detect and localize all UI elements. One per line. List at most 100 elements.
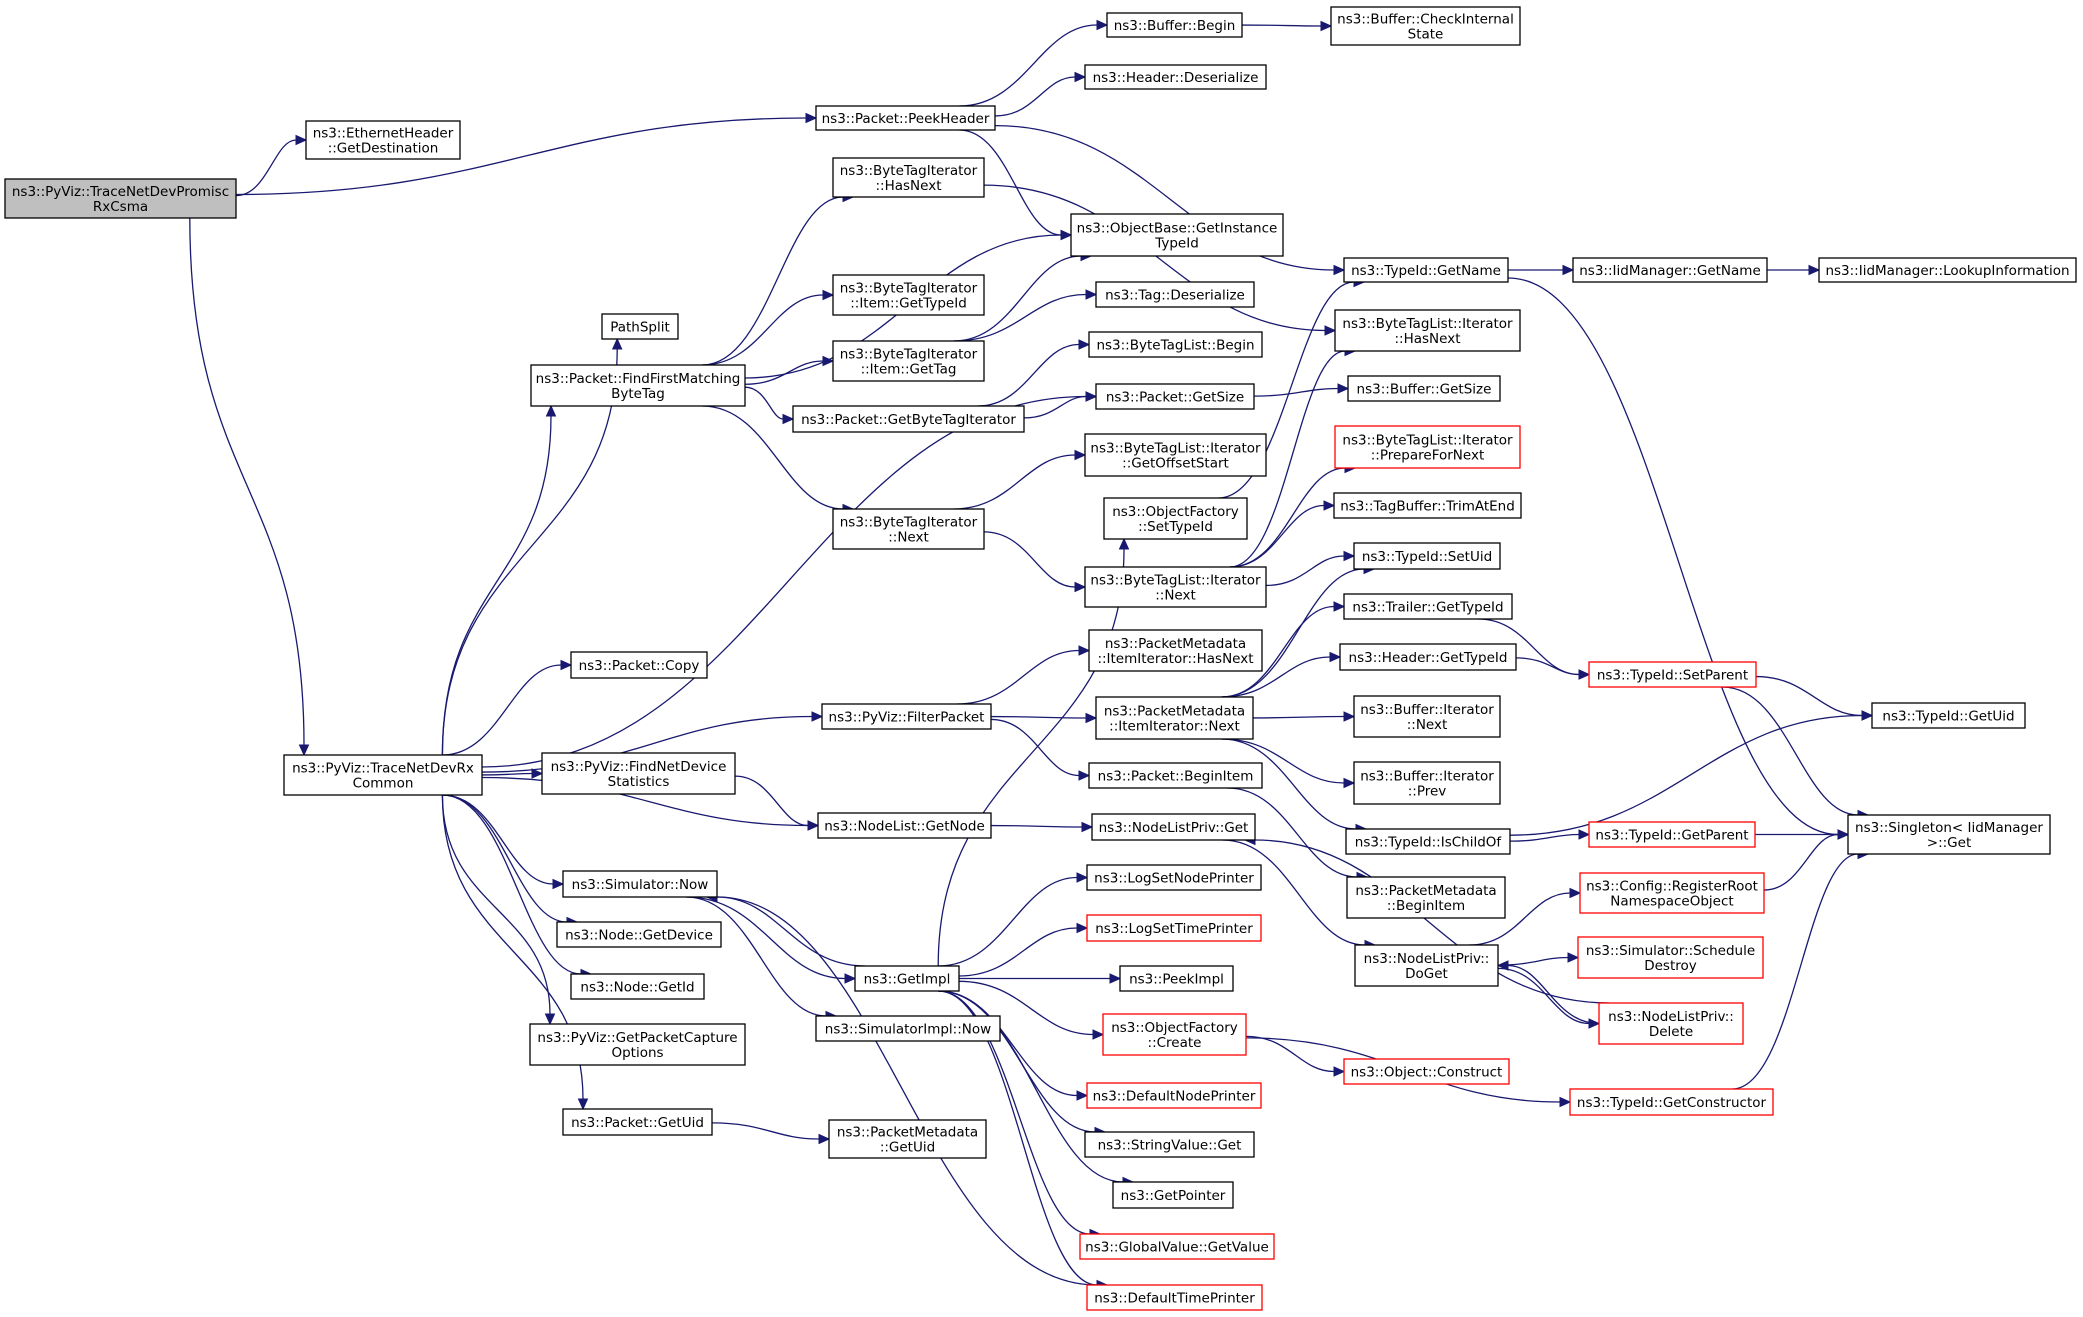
node-pm-iihas-next[interactable]: ns3::PacketMetadata::ItemIterator::HasNe… (1088, 629, 1263, 672)
edge-get-impl-to-of-set-type-id (937, 537, 1130, 967)
node-tid-set-parent[interactable]: ns3::TypeId::SetParent (1588, 661, 1757, 688)
node-iid-get-name[interactable]: ns3::IidManager::GetName (1572, 257, 1768, 283)
node-label: ns3::GlobalValue::GetValue (1085, 1240, 1269, 1256)
node-peek-header[interactable]: ns3::Packet::PeekHeader (815, 105, 996, 131)
arrowhead-icon (1109, 973, 1122, 984)
edge-line (957, 649, 1080, 705)
node-trl-gti[interactable]: ns3::Trailer::GetTypeId (1343, 593, 1513, 620)
node-pkt-copy[interactable]: ns3::Packet::Copy (570, 651, 708, 679)
node-bti-item-get-tag[interactable]: ns3::ByteTagIterator::Item::GetTag (832, 340, 985, 382)
node-def-node-printer[interactable]: ns3::DefaultNodePrinter (1086, 1082, 1262, 1109)
node-btl-iter-next[interactable]: ns3::ByteTagList::Iterator::Next (1084, 566, 1267, 608)
node-box (1334, 309, 1521, 352)
node-node-get-id[interactable]: ns3::Node::GetId (570, 973, 705, 1000)
node-tid-get-uid[interactable]: ns3::TypeId::GetUid (1871, 702, 2026, 729)
node-sim-now[interactable]: ns3::Simulator::Now (562, 870, 718, 898)
node-buf-get-size[interactable]: ns3::Buffer::GetSize (1347, 375, 1501, 402)
node-nlp-get[interactable]: ns3::NodeListPriv::Get (1091, 813, 1256, 841)
node-pkt-get-size[interactable]: ns3::Packet::GetSize (1095, 383, 1255, 410)
node-label: ::GetOffsetStart (1122, 456, 1229, 472)
node-of-create[interactable]: ns3::ObjectFactory::Create (1102, 1013, 1247, 1056)
node-label: ::Next (1407, 717, 1448, 733)
node-iid-lookup[interactable]: ns3::IidManager::LookupInformation (1818, 257, 2077, 283)
node-get-impl[interactable]: ns3::GetImpl (854, 965, 960, 992)
node-nlp-do-get[interactable]: ns3::NodeListPriv::DoGet (1354, 944, 1499, 987)
node-label: ns3::Packet::PeekHeader (822, 111, 990, 127)
node-peek-impl[interactable]: ns3::PeekImpl (1119, 965, 1234, 992)
node-singleton-get[interactable]: ns3::Singleton< IidManager>::Get (1847, 814, 2051, 855)
node-label: ns3::Config::RegisterRoot (1586, 879, 1758, 895)
arrowhead-icon (844, 973, 857, 984)
node-tid-set-uid[interactable]: ns3::TypeId::SetUid (1353, 542, 1501, 570)
node-label: ns3::IidManager::GetName (1579, 263, 1761, 279)
node-box (1088, 762, 1263, 789)
node-tid-get-ctor[interactable]: ns3::TypeId::GetConstructor (1569, 1088, 1774, 1116)
node-buf-iter-prev[interactable]: ns3::Buffer::Iterator::Prev (1353, 761, 1501, 805)
node-box (1354, 944, 1499, 987)
edge-nl-get-node-to-nlp-get (990, 821, 1094, 833)
node-bti-item-gti[interactable]: ns3::ByteTagIterator::Item::GetTypeId (832, 274, 985, 316)
node-eth-get-dest[interactable]: ns3::EthernetHeader::GetDestination (305, 120, 461, 160)
node-log-set-node[interactable]: ns3::LogSetNodePrinter (1086, 864, 1262, 891)
node-buf-iter-next[interactable]: ns3::Buffer::Iterator::Next (1353, 695, 1501, 738)
node-bti-has-next[interactable]: ns3::ByteTagIterator::HasNext (832, 157, 985, 198)
node-get-pointer[interactable]: ns3::GetPointer (1112, 1181, 1234, 1209)
node-box (817, 812, 992, 839)
node-tb-trim[interactable]: ns3::TagBuffer::TrimAtEnd (1333, 492, 1522, 519)
node-label: ns3::TypeId::GetParent (1595, 828, 1748, 844)
node-tid-get-name[interactable]: ns3::TypeId::GetName (1343, 257, 1509, 283)
node-box (556, 921, 722, 948)
arrowhead-icon (1078, 645, 1091, 656)
node-box (815, 105, 996, 131)
node-bti-next[interactable]: ns3::ByteTagIterator::Next (832, 508, 985, 550)
node-btl-iter-has-next[interactable]: ns3::ByteTagList::Iterator::HasNext (1334, 309, 1521, 352)
node-btl-begin[interactable]: ns3::ByteTagList::Begin (1088, 331, 1263, 358)
arrowhead-icon (1060, 229, 1073, 241)
node-nl-get-node[interactable]: ns3::NodeList::GetNode (817, 812, 992, 839)
node-def-time-printer[interactable]: ns3::DefaultTimePrinter (1086, 1284, 1263, 1311)
node-hdr-gti[interactable]: ns3::Header::GetTypeId (1339, 643, 1517, 671)
node-pm-get-uid[interactable]: ns3::PacketMetadata::GetUid (828, 1119, 987, 1159)
node-pm-begin-item[interactable]: ns3::PacketMetadata::BeginItem (1346, 876, 1506, 919)
node-pkt-get-uid[interactable]: ns3::Packet::GetUid (562, 1108, 713, 1136)
node-sim-impl-now[interactable]: ns3::SimulatorImpl::Now (815, 1015, 1001, 1042)
node-filter-packet[interactable]: ns3::PyViz::FilterPacket (821, 703, 992, 730)
edge-line (938, 990, 1091, 1235)
node-of-set-type-id[interactable]: ns3::ObjectFactory::SetTypeId (1103, 497, 1248, 540)
node-tag-deser[interactable]: ns3::Tag::Deserialize (1095, 281, 1255, 308)
arrowhead-icon (1343, 777, 1356, 789)
node-get-bti[interactable]: ns3::Packet::GetByteTagIterator (792, 405, 1025, 433)
edge-line (702, 196, 844, 366)
node-buf-begin[interactable]: ns3::Buffer::Begin (1106, 12, 1243, 38)
node-nlp-delete[interactable]: ns3::NodeListPriv::Delete (1598, 1002, 1744, 1045)
node-pkt-begin-item[interactable]: ns3::Packet::BeginItem (1088, 762, 1263, 789)
node-label: RxCsma (93, 199, 148, 215)
node-gv-get-value[interactable]: ns3::GlobalValue::GetValue (1079, 1233, 1275, 1260)
node-pm-iinext[interactable]: ns3::PacketMetadata::ItemIterator::Next (1095, 696, 1254, 740)
node-obj-construct[interactable]: ns3::Object::Construct (1343, 1058, 1510, 1085)
node-btl-get-offset[interactable]: ns3::ByteTagList::Iterator::GetOffsetSta… (1084, 433, 1267, 477)
edge-line (1507, 277, 1839, 836)
node-log-set-time[interactable]: ns3::LogSetTimePrinter (1086, 914, 1262, 942)
node-tid-is-child-of[interactable]: ns3::TypeId::IsChildOf (1345, 828, 1511, 855)
node-box (1572, 257, 1768, 283)
node-hdr-deser[interactable]: ns3::Header::Deserialize (1084, 64, 1267, 90)
node-box (1103, 497, 1248, 540)
node-btl-prepare[interactable]: ns3::ByteTagList::Iterator::PrepareForNe… (1334, 425, 1521, 469)
node-tid-get-parent[interactable]: ns3::TypeId::GetParent (1588, 821, 1756, 848)
node-node-get-device[interactable]: ns3::Node::GetDevice (556, 921, 722, 948)
node-label: ::Prev (1408, 784, 1447, 800)
arrowhead-icon (1076, 1090, 1089, 1101)
node-label: ns3::GetImpl (864, 972, 951, 988)
node-str-val-get[interactable]: ns3::StringValue::Get (1084, 1131, 1255, 1158)
node-path-split[interactable]: PathSplit (601, 313, 679, 340)
edge-filter-packet-to-pm-iinext (990, 712, 1098, 724)
